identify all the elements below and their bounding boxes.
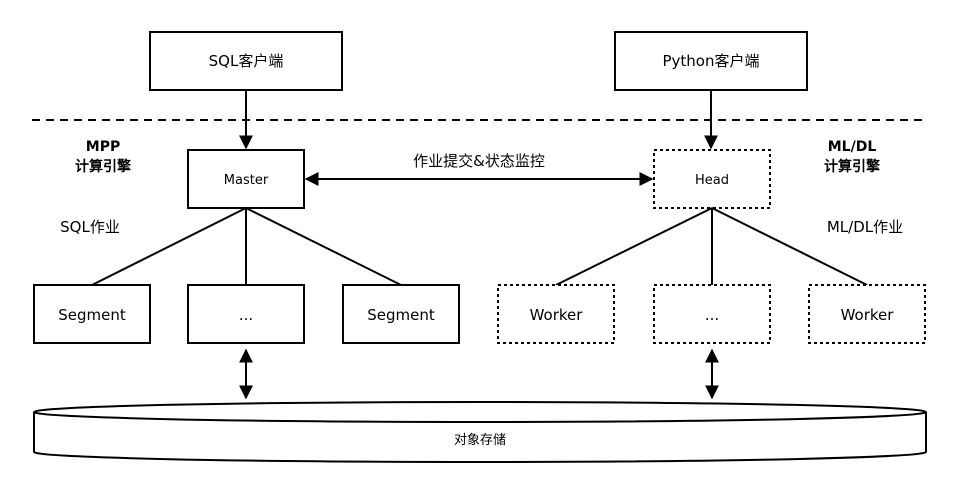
worker-middle-label: ...: [705, 306, 719, 324]
object-storage-label: 对象存储: [454, 433, 506, 448]
mpp-engine-label-line2: 计算引擎: [75, 158, 131, 175]
worker-middle-node: ...: [653, 284, 771, 344]
mpp-engine-label-line1: MPP: [86, 139, 120, 155]
worker-right-label: Worker: [841, 306, 895, 324]
segment-right-node: Segment: [342, 284, 460, 344]
sql-client-label: SQL客户端: [209, 52, 284, 70]
worker-left-node: Worker: [497, 284, 615, 344]
master-label: Master: [224, 173, 269, 188]
master-to-segment-left-line: [91, 207, 247, 286]
master-node: Master: [187, 149, 305, 209]
sql-job-label: SQL作业: [60, 218, 120, 236]
head-node: Head: [653, 149, 771, 209]
worker-right-node: Worker: [808, 284, 926, 344]
job-submit-monitor-label: 作业提交&状态监控: [413, 152, 545, 170]
segment-left-node: Segment: [33, 284, 151, 344]
segment-middle-label: ...: [239, 306, 253, 324]
python-client-node: Python客户端: [614, 31, 808, 91]
python-client-label: Python客户端: [663, 52, 760, 70]
segment-right-label: Segment: [367, 306, 435, 324]
segment-middle-node: ...: [187, 284, 305, 344]
mldl-engine-label-line1: ML/DL: [828, 139, 877, 155]
master-to-segment-right-line: [245, 207, 402, 286]
head-label: Head: [695, 173, 729, 188]
mldl-job-label: ML/DL作业: [827, 218, 903, 236]
object-storage-cylinder: 对象存储: [33, 401, 927, 463]
head-to-worker-right-line: [711, 207, 868, 286]
mldl-engine-label-line2: 计算引擎: [824, 158, 880, 175]
segment-left-label: Segment: [58, 306, 126, 324]
sql-client-node: SQL客户端: [149, 31, 343, 91]
worker-left-label: Worker: [530, 306, 584, 324]
head-to-worker-left-line: [555, 207, 713, 286]
